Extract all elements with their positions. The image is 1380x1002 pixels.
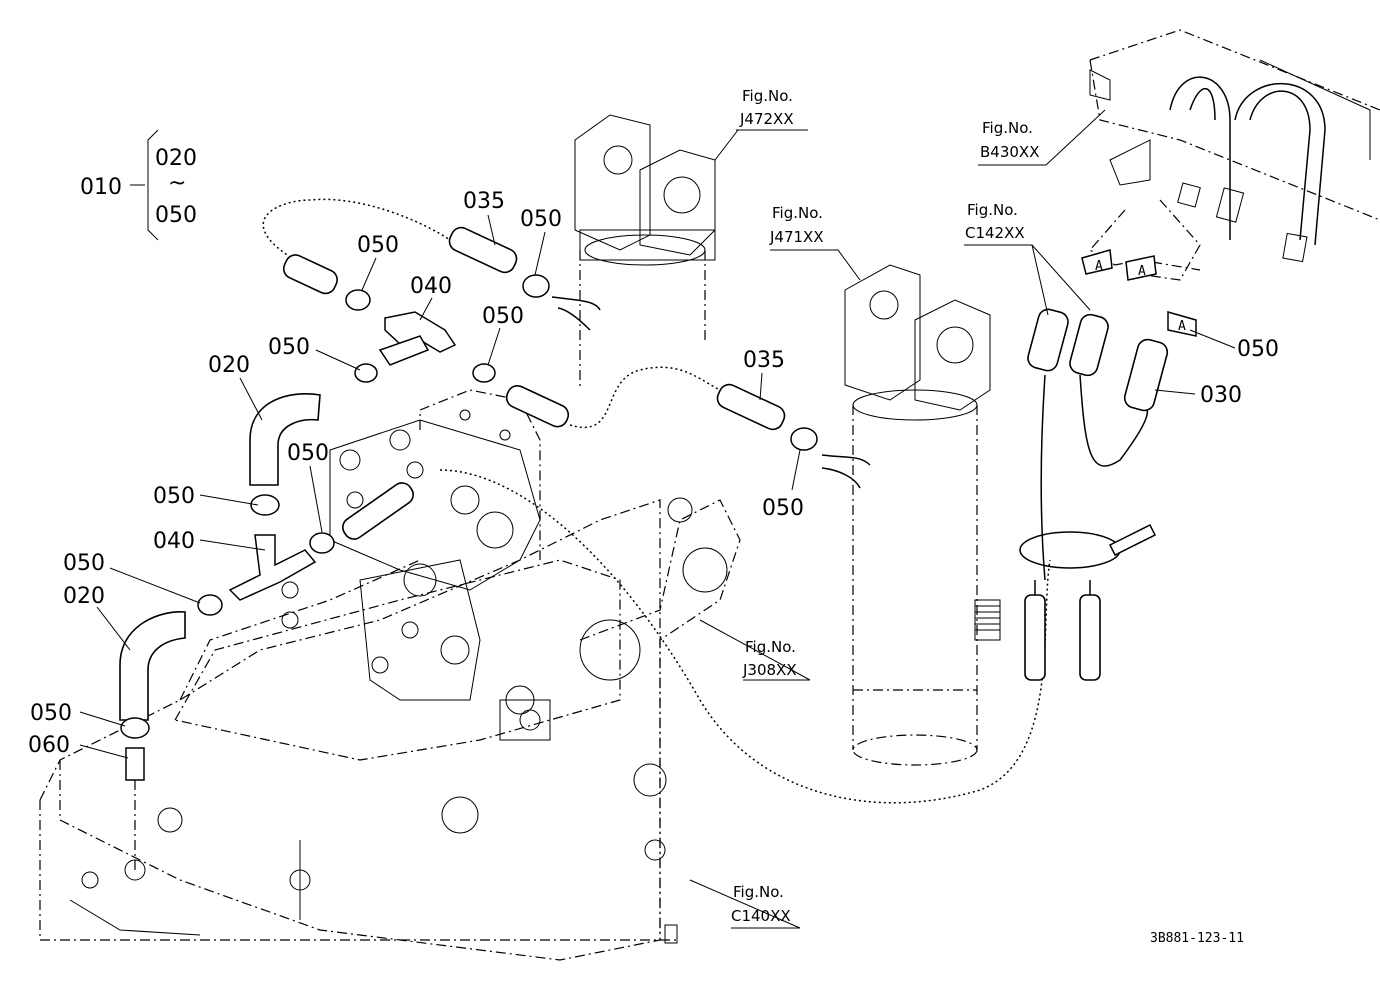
fig-ref-j471-title: Fig.No. bbox=[772, 204, 823, 222]
diagram-code: 3B881-123-11 bbox=[1150, 931, 1244, 946]
callout-030: 030 bbox=[1200, 383, 1242, 408]
callout-050-cylinder: 050 bbox=[762, 496, 804, 521]
callout-020-lower: 020 bbox=[63, 584, 105, 609]
marker-a-3: A bbox=[1178, 319, 1186, 334]
figure-references: Fig.No. J472XX Fig.No. J471XX Fig.No. B4… bbox=[731, 87, 1039, 925]
callout-050-left-low: 050 bbox=[63, 551, 105, 576]
callout-020-group: 020 bbox=[155, 146, 197, 171]
lift-cylinder-left bbox=[574, 114, 716, 390]
hose-routing-upper bbox=[119, 198, 871, 870]
callout-020-upper: 020 bbox=[208, 353, 250, 378]
control-valve-block bbox=[281, 409, 551, 741]
callout-060: 060 bbox=[28, 733, 70, 758]
fig-ref-j308-title: Fig.No. bbox=[745, 638, 796, 656]
callout-040-lower: 040 bbox=[153, 529, 195, 554]
fig-ref-c142-code: C142XX bbox=[965, 224, 1025, 242]
callout-050-far-right: 050 bbox=[1237, 337, 1279, 362]
transmission-housing bbox=[39, 389, 741, 961]
callout-050-tee-right: 050 bbox=[482, 304, 524, 329]
fig-ref-c140-code: C140XX bbox=[731, 907, 791, 925]
callout-050-bottom: 050 bbox=[30, 701, 72, 726]
callout-050-tee-left: 050 bbox=[268, 335, 310, 360]
callout-040-upper: 040 bbox=[410, 274, 452, 299]
callout-050-mid: 050 bbox=[287, 441, 329, 466]
lift-cylinder-right bbox=[844, 264, 1001, 766]
fig-ref-c142-title: Fig.No. bbox=[967, 201, 1018, 219]
callout-035-upper: 035 bbox=[463, 189, 505, 214]
fig-ref-j471-code: J471XX bbox=[769, 228, 824, 246]
fig-ref-j308-code: J308XX bbox=[742, 661, 797, 679]
callout-tilde: ~ bbox=[168, 171, 186, 196]
callout-050-group: 050 bbox=[155, 203, 197, 228]
callout-050-upper-right: 050 bbox=[520, 207, 562, 232]
callout-035-right: 035 bbox=[743, 348, 785, 373]
callout-050-left-mid: 050 bbox=[153, 484, 195, 509]
callout-050-upper-left: 050 bbox=[357, 233, 399, 258]
marker-a-2: A bbox=[1138, 264, 1146, 279]
fig-ref-j472-title: Fig.No. bbox=[742, 87, 793, 105]
drain-hoses-right: A A A bbox=[1019, 249, 1197, 681]
callout-labels: 010 020 ~ 050 035 050 050 040 050 050 02… bbox=[28, 146, 1279, 758]
leader-lines bbox=[79, 109, 1236, 929]
fig-ref-b430-title: Fig.No. bbox=[982, 119, 1033, 137]
callout-010: 010 bbox=[80, 175, 122, 200]
frame-bracket-upper-right bbox=[1089, 29, 1380, 263]
marker-a-1: A bbox=[1095, 259, 1103, 274]
fig-ref-b430-code: B430XX bbox=[980, 143, 1039, 161]
fig-ref-c140-title: Fig.No. bbox=[733, 883, 784, 901]
fig-ref-j472-code: J472XX bbox=[739, 110, 794, 128]
